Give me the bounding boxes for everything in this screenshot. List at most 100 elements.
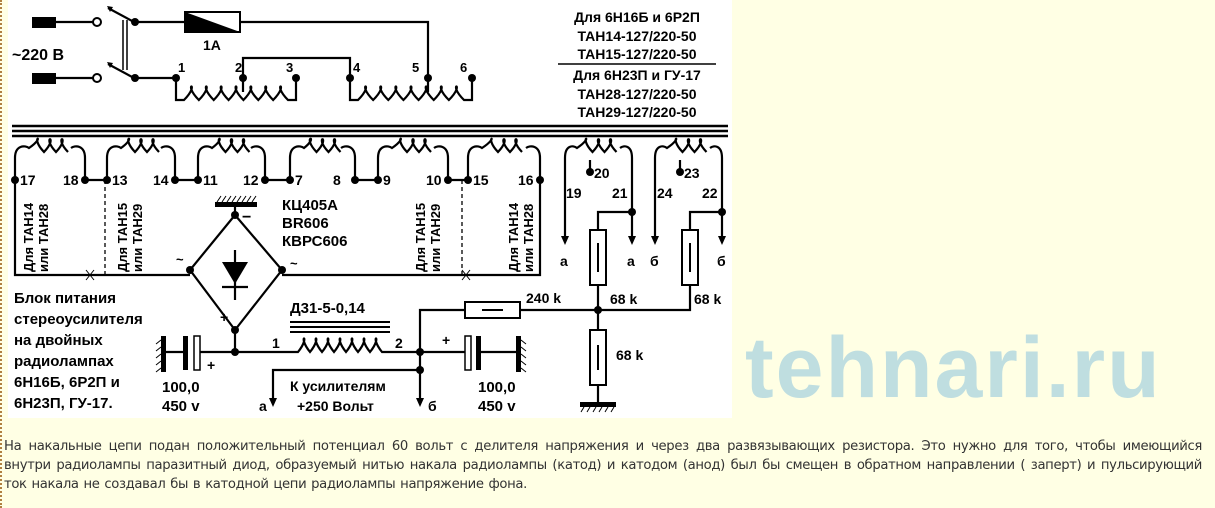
vnote: или ТАН28 <box>36 204 51 272</box>
cap-right-voltage: 450 v <box>478 398 516 415</box>
vnote: Для ТАН14 <box>506 202 521 272</box>
r-series-label: 240 k <box>526 290 561 306</box>
note-model: ТАН28-127/220-50 <box>578 86 697 102</box>
bridge-model: КВРС606 <box>282 233 347 250</box>
note-group1-title: Для 6Н16Б и 6Р2П <box>574 9 700 25</box>
out-b: б <box>717 253 726 269</box>
ac-sign-right: ~ <box>290 256 298 271</box>
note-group2-title: Для 6Н23П и ГУ-17 <box>573 67 701 83</box>
terminal-13: 13 <box>112 172 128 188</box>
secondary-winding <box>105 137 177 180</box>
out-a: а <box>627 253 635 269</box>
diode-bridge <box>186 195 286 334</box>
terminal-23: 23 <box>684 165 700 181</box>
secondary-winding <box>376 137 450 180</box>
fuse-symbol <box>184 11 241 33</box>
terminal-9: 9 <box>383 172 391 188</box>
vnote: или ТАН29 <box>428 204 443 272</box>
out-b: б <box>428 398 437 414</box>
heater-winding <box>563 137 634 180</box>
plus-sign: + <box>442 332 450 348</box>
r68-label: 68 k <box>694 291 721 307</box>
terminal-17: 17 <box>20 172 36 188</box>
terminal-16: 16 <box>518 172 534 188</box>
explanation-paragraph: На накальные цепи подан положительный по… <box>4 439 1202 492</box>
desc-line: 6Н16Б, 6Р2П и <box>14 374 120 391</box>
desc-line: на двойных <box>14 332 103 349</box>
note-model: ТАН29-127/220-50 <box>578 104 697 120</box>
resistor-68k-ground <box>580 310 616 413</box>
secondary-winding <box>288 137 357 180</box>
page-left-border <box>0 0 2 508</box>
desc-line: стереоусилителя <box>14 311 143 328</box>
terminal-5: 5 <box>412 60 419 75</box>
mains-plug <box>32 6 139 84</box>
note-model: ТАН15-127/220-50 <box>578 46 697 62</box>
note-model: ТАН14-127/220-50 <box>578 28 697 44</box>
terminal-7: 7 <box>295 172 303 188</box>
cap-left-value: 100,0 <box>162 379 200 396</box>
ac-sign-left: ~ <box>176 252 184 267</box>
terminal-21: 21 <box>612 185 628 201</box>
mains-label: ~220 В <box>12 47 64 64</box>
terminal-24: 24 <box>657 185 673 201</box>
vnote: или ТАН28 <box>521 204 536 272</box>
vnote: Для ТАН15 <box>413 203 428 272</box>
terminal-4: 4 <box>353 60 361 75</box>
terminal-22: 22 <box>702 185 718 201</box>
terminal-20: 20 <box>594 165 610 181</box>
terminal-6: 6 <box>460 60 467 75</box>
cap-left-voltage: 450 v <box>162 398 200 415</box>
schematic-image: ~220 В 1A 1 2 3 4 5 6 Для 6Н16Б и 6Р2П Т… <box>8 0 732 418</box>
bridge-model: BR606 <box>282 215 329 232</box>
fuse-label: 1A <box>203 37 221 53</box>
terminal-18: 18 <box>63 172 79 188</box>
plus-sign: + <box>207 357 215 373</box>
terminal-12: 12 <box>243 172 259 188</box>
watermark-logo: tehnari.ru <box>745 320 1162 416</box>
transformer-notes: Для 6Н16Б и 6Р2П ТАН14-127/220-50 ТАН15-… <box>558 9 716 120</box>
desc-line: Блок питания <box>14 290 116 307</box>
resistor-240k <box>464 301 521 319</box>
secondary-winding <box>466 137 542 180</box>
choke-core <box>290 321 390 333</box>
minus-sign: − <box>242 209 251 226</box>
vnote: или ТАН29 <box>130 204 145 272</box>
output-voltage: +250 Вольт <box>297 398 374 414</box>
terminal-2: 2 <box>235 60 242 75</box>
desc-line: радиолампах <box>14 353 114 370</box>
primary-coil-2 <box>348 78 474 102</box>
desc-line: 6Н23П, ГУ-17. <box>14 395 113 412</box>
terminal-3: 3 <box>286 60 293 75</box>
r68-label: 68 k <box>610 291 637 307</box>
terminal-8: 8 <box>333 172 341 188</box>
resistor-68k-b <box>681 210 722 290</box>
choke-pin-2: 2 <box>395 335 403 351</box>
terminal-10: 10 <box>426 172 442 188</box>
vertical-notes: Для ТАН14 или ТАН28 Для ТАН15 или ТАН29 … <box>21 202 536 272</box>
output-label: К усилителям <box>290 378 386 394</box>
primary-coil-1 <box>174 78 298 102</box>
secondary-winding <box>196 137 267 180</box>
bridge-model: КЦ405А <box>282 197 338 214</box>
terminal-19: 19 <box>566 185 582 201</box>
capacitor-right <box>464 335 527 373</box>
terminal-11: 11 <box>203 172 218 188</box>
out-a: а <box>259 398 267 414</box>
cap-right-value: 100,0 <box>478 379 516 396</box>
out-a: а <box>560 253 568 269</box>
out-b: б <box>650 253 659 269</box>
r68-label: 68 k <box>616 347 643 363</box>
capacitor-left <box>155 335 201 373</box>
vnote: Для ТАН14 <box>21 202 36 272</box>
transformer-core <box>12 124 728 138</box>
choke-coil <box>290 337 390 354</box>
terminal-14: 14 <box>153 172 169 188</box>
schematic-svg: ~220 В 1A 1 2 3 4 5 6 Для 6Н16Б и 6Р2П Т… <box>11 6 728 415</box>
choke-pin-1: 1 <box>272 335 280 351</box>
terminal-1: 1 <box>178 60 185 75</box>
description: Блок питания стереоусилителя на двойных … <box>14 290 143 412</box>
terminal-15: 15 <box>473 172 489 188</box>
plus-sign: + <box>220 309 228 325</box>
resistor-68k-a <box>589 210 632 310</box>
